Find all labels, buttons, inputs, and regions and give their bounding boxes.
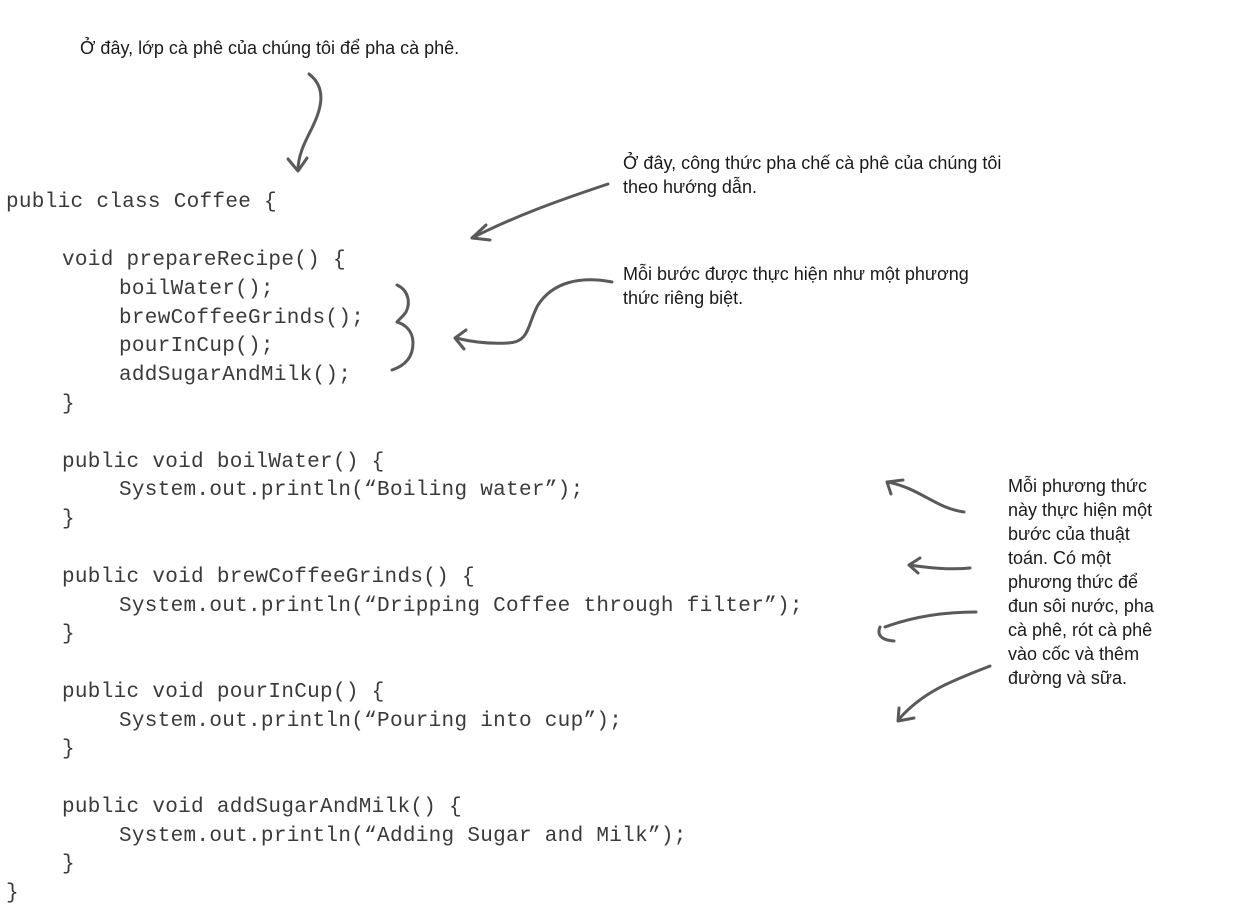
methods-note-arrow-boil (885, 480, 966, 514)
recipe-note-arrowhead (470, 223, 492, 242)
code-line-pour-body: System.out.println(“Pouring into cup”); (119, 710, 623, 733)
recipe-annotation-line: theo hướng dẫn. (623, 177, 757, 197)
code-line-close-brace: } (62, 393, 75, 416)
class-note-arrowhead (286, 156, 309, 173)
methods-note-arrowhead-boil (885, 478, 905, 496)
methods-note-arrowhead-sugar (896, 706, 916, 723)
methods-note-arrow-pour (883, 610, 978, 629)
code-line-class-close-brace: } (6, 882, 19, 905)
methods-annotation-line: đường và sữa. (1008, 668, 1127, 688)
method-calls-bracket (390, 283, 415, 372)
recipe-note-arrow (470, 182, 610, 240)
code-line-call-sugar-milk: addSugarAndMilk(); (119, 364, 352, 387)
methods-annotation: Mỗi phương thức này thực hiện một bước c… (1008, 474, 1154, 690)
code-line-boil-water-body: System.out.println(“Boiling water”); (119, 479, 584, 502)
step-annotation: Mỗi bước được thực hiện như một phương t… (623, 262, 969, 310)
class-note-arrow (296, 72, 323, 172)
code-line-call-pour: pourInCup(); (119, 335, 274, 358)
methods-note-arrow-sugar (898, 664, 992, 720)
class-annotation-line: Ở đây, lớp cà phê của chúng tôi để pha c… (80, 38, 460, 58)
class-annotation: Ở đây, lớp cà phê của chúng tôi để pha c… (80, 36, 459, 60)
code-line-brew-body: System.out.println(“Dripping Coffee thro… (119, 595, 803, 618)
methods-annotation-line: phương thức để (1008, 572, 1138, 592)
code-line-brew-decl: public void brewCoffeeGrinds() { (62, 566, 475, 589)
code-line-close-brace: } (62, 623, 75, 646)
step-annotation-line: Mỗi bước được thực hiện như một phương (623, 264, 969, 284)
methods-annotation-line: này thực hiện một (1008, 500, 1153, 520)
methods-annotation-line: vào cốc và thêm (1008, 644, 1140, 664)
methods-annotation-line: Mỗi phương thức (1008, 476, 1147, 496)
methods-annotation-line: bước của thuật (1008, 524, 1130, 544)
code-line-pour-decl: public void pourInCup() { (62, 681, 385, 704)
code-line-call-brew: brewCoffeeGrinds(); (119, 307, 365, 330)
step-annotation-line: thức riêng biệt. (623, 288, 744, 308)
methods-annotation-line: đun sôi nước, pha (1008, 596, 1154, 616)
methods-annotation-line: cà phê, rót cà phê (1008, 620, 1153, 640)
step-note-arrow (454, 278, 614, 345)
code-line-sugar-milk-decl: public void addSugarAndMilk() { (62, 796, 462, 819)
code-line-prepare-recipe: void prepareRecipe() { (62, 249, 346, 272)
methods-note-arrowhead-brew (907, 556, 922, 575)
recipe-annotation: Ở đây, công thức pha chế cà phê của chún… (623, 151, 1001, 199)
methods-note-arrow-brew (907, 563, 972, 571)
methods-note-arrowhead-pour (877, 625, 896, 643)
step-note-arrowhead (453, 328, 468, 351)
code-line-close-brace: } (62, 738, 75, 761)
code-line-close-brace: } (62, 508, 75, 531)
code-line-close-brace: } (62, 853, 75, 876)
code-line-boil-water-decl: public void boilWater() { (62, 451, 385, 474)
code-line-sugar-milk-body: System.out.println(“Adding Sugar and Mil… (119, 825, 687, 848)
code-line-class-decl: public class Coffee { (6, 191, 277, 214)
code-line-call-boil-water: boilWater(); (119, 278, 274, 301)
methods-annotation-line: toán. Có một (1008, 548, 1112, 568)
recipe-annotation-line: Ở đây, công thức pha chế cà phê của chún… (623, 153, 1002, 173)
